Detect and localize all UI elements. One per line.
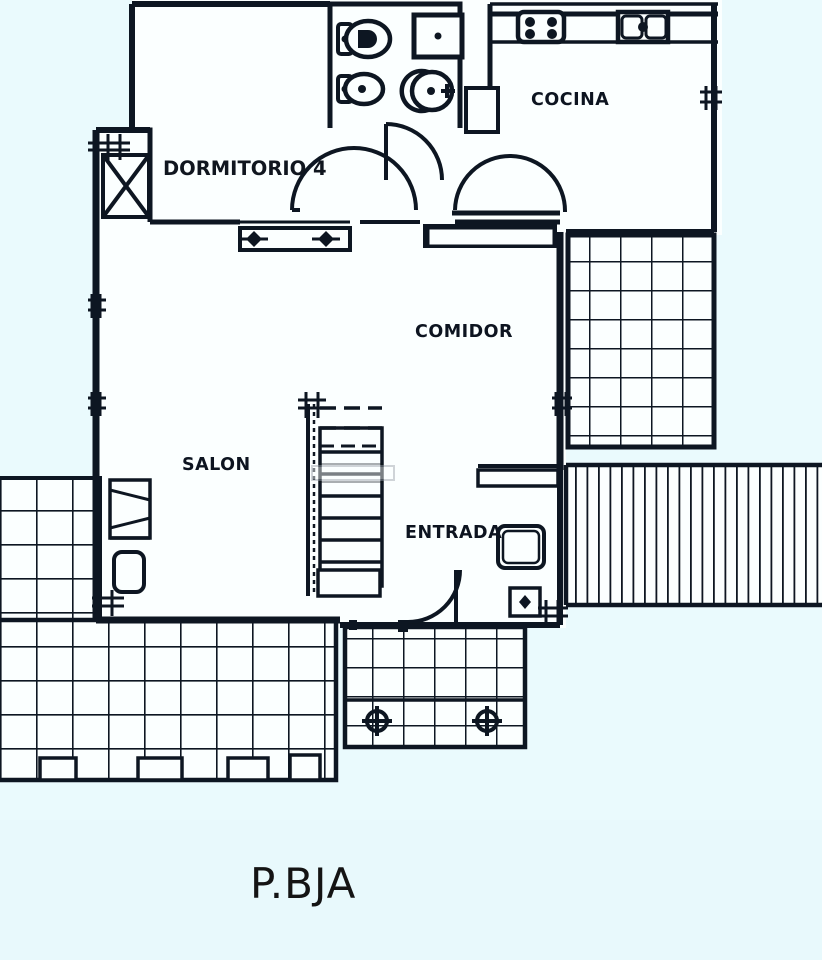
armchair-furniture	[496, 524, 546, 570]
room-label-dormitorio-4: DORMITORIO 4	[163, 157, 327, 180]
door-swings	[290, 122, 568, 624]
sheet-title: P.BJA	[250, 859, 356, 908]
comedor-window	[426, 226, 556, 248]
kitchen-sink-fixture	[615, 9, 671, 45]
right-wall-openings	[552, 86, 722, 416]
col-entrada	[508, 586, 542, 618]
salon-furniture	[92, 478, 152, 616]
col-beam-right	[312, 231, 340, 247]
room-label-entrada: ENTRADA	[405, 523, 502, 543]
col-terrace-a	[362, 706, 392, 736]
shower-tray-fixture	[411, 12, 465, 60]
terrace-bottom	[0, 617, 339, 783]
bath-closet	[464, 86, 500, 134]
terrace-right-lower	[563, 462, 822, 608]
shaft-x-brace	[88, 134, 151, 219]
room-label-cocina: COCINA	[531, 90, 609, 110]
terrace-right-upper	[565, 232, 717, 450]
left-wall-openings	[88, 294, 106, 416]
sofa-furniture	[112, 550, 146, 594]
kitchen-fixtures	[490, 2, 718, 45]
washbasin-fixture	[399, 68, 455, 114]
room-label-comidor: COMIDOR	[415, 322, 513, 342]
col-terrace-b	[472, 706, 502, 736]
bidet-fixture	[336, 71, 386, 107]
rail-guide-line	[311, 465, 395, 481]
staircase	[298, 392, 384, 598]
terrace-entry	[342, 620, 528, 750]
toilet-fixture	[336, 18, 393, 60]
cooktop-fixture	[515, 9, 567, 45]
col-beam-left	[240, 231, 268, 247]
entrada-furniture	[476, 464, 568, 626]
room-label-salon: SALON	[182, 455, 251, 475]
